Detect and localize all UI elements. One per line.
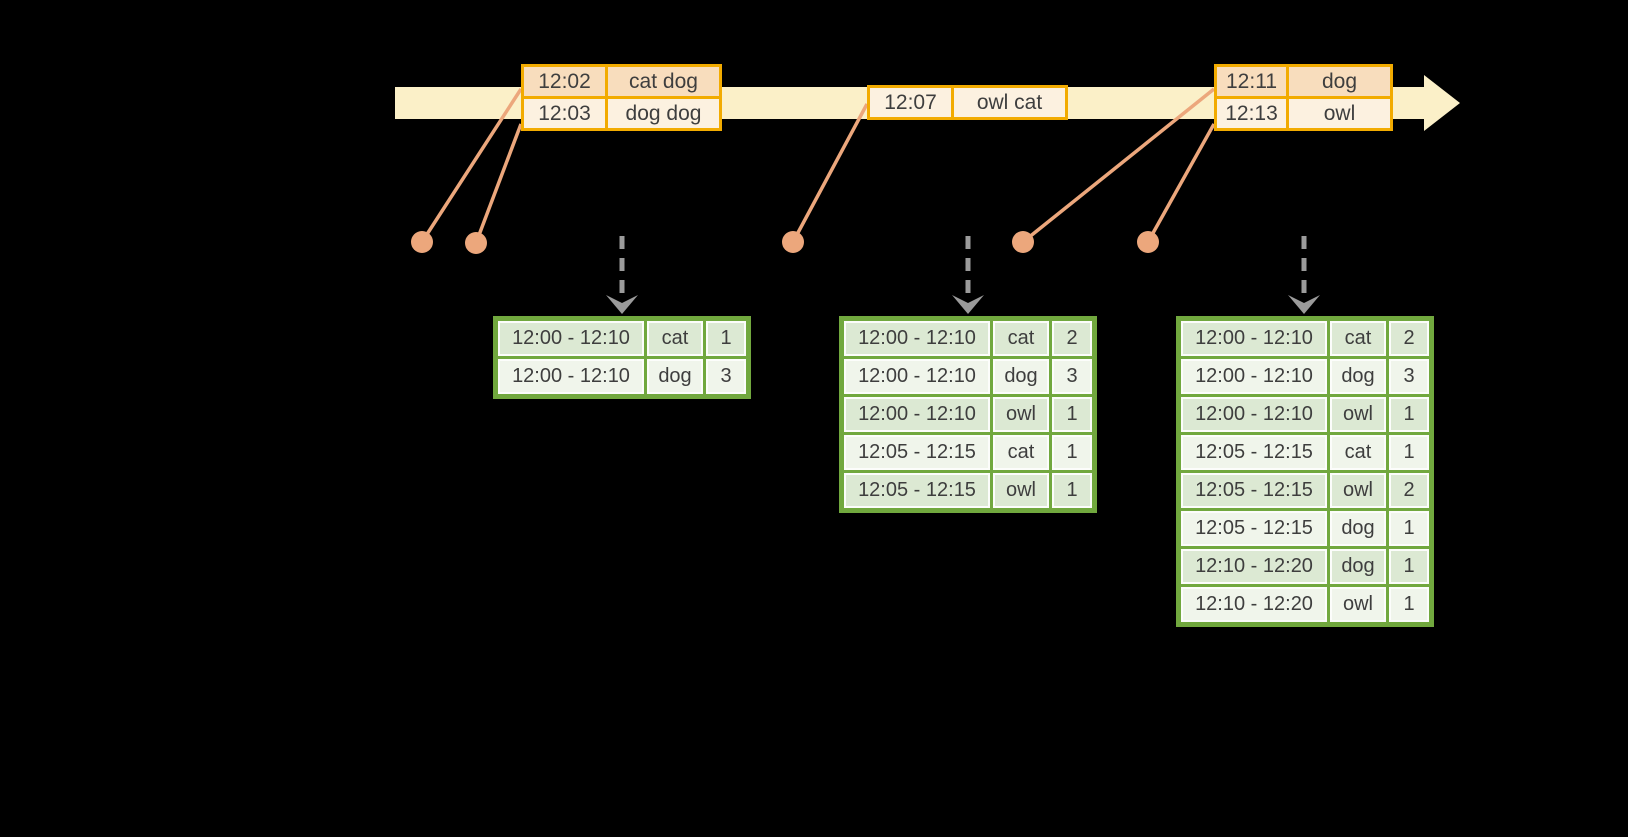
word-cell: owl [993,397,1049,432]
result-row: 12:05 - 12:15 dog 1 [1181,511,1429,546]
arrow-down-icon [1288,295,1320,314]
event-row: 12:07 owl cat [867,85,1068,120]
words-cell: owl cat [951,85,1068,120]
count-cell: 1 [1389,435,1429,470]
timeline-arrow-head [1424,75,1460,131]
trigger-arrows [619,236,1307,296]
window-cell: 12:00 - 12:10 [498,321,644,356]
word-cell: owl [1330,397,1386,432]
event-row: 12:03 dog dog [521,96,722,131]
event-dot [465,232,487,254]
count-cell: 1 [706,321,746,356]
count-cell: 1 [1389,587,1429,622]
word-cell: cat [1330,321,1386,356]
time-cell: 12:11 [1214,64,1289,99]
word-cell: dog [993,359,1049,394]
words-cell: dog [1286,64,1393,99]
count-cell: 3 [1389,359,1429,394]
event-connector-line [420,88,523,243]
result-row: 12:05 - 12:15 owl 2 [1181,473,1429,508]
word-cell: dog [1330,359,1386,394]
words-cell: cat dog [605,64,722,99]
window-cell: 12:05 - 12:15 [1181,473,1327,508]
result-row: 12:05 - 12:15 owl 1 [844,473,1092,508]
count-cell: 2 [1052,321,1092,356]
window-cell: 12:00 - 12:10 [498,359,644,394]
words-cell: owl [1286,96,1393,131]
words-cell: dog dog [605,96,722,131]
result-row: 12:00 - 12:10 dog 3 [1181,359,1429,394]
word-cell: cat [993,435,1049,470]
window-cell: 12:00 - 12:10 [1181,359,1327,394]
time-cell: 12:03 [521,96,608,131]
arrow-down-icon [606,295,638,314]
result-row: 12:00 - 12:10 owl 1 [1181,397,1429,432]
event-table-2: 12:07 owl cat [867,85,1068,120]
result-row: 12:00 - 12:10 owl 1 [844,397,1092,432]
time-cell: 12:07 [867,85,954,120]
event-dot [1137,231,1159,253]
event-connector-line [474,123,523,244]
window-cell: 12:10 - 12:20 [1181,587,1327,622]
count-cell: 1 [1389,511,1429,546]
result-row: 12:10 - 12:20 owl 1 [1181,587,1429,622]
time-cell: 12:13 [1214,96,1289,131]
result-row: 12:05 - 12:15 cat 1 [1181,435,1429,470]
window-cell: 12:00 - 12:10 [1181,321,1327,356]
window-cell: 12:05 - 12:15 [844,435,990,470]
trigger-arrowheads [606,295,1320,314]
word-cell: owl [993,473,1049,508]
event-connector-line [791,103,869,243]
event-row: 12:11 dog [1214,64,1393,99]
count-cell: 1 [1052,435,1092,470]
count-cell: 1 [1389,397,1429,432]
event-dot [782,231,804,253]
result-row: 12:00 - 12:10 dog 3 [498,359,746,394]
result-table-3: 12:00 - 12:10 cat 2 12:00 - 12:10 dog 3 … [1176,316,1434,627]
event-dots [411,231,1159,254]
count-cell: 1 [1389,549,1429,584]
window-cell: 12:00 - 12:10 [844,321,990,356]
event-row: 12:13 owl [1214,96,1393,131]
word-cell: cat [993,321,1049,356]
word-cell: owl [1330,473,1386,508]
window-cell: 12:00 - 12:10 [1181,397,1327,432]
result-row: 12:10 - 12:20 dog 1 [1181,549,1429,584]
count-cell: 3 [1052,359,1092,394]
word-cell: cat [1330,435,1386,470]
result-row: 12:00 - 12:10 dog 3 [844,359,1092,394]
result-table-2: 12:00 - 12:10 cat 2 12:00 - 12:10 dog 3 … [839,316,1097,513]
word-cell: dog [1330,511,1386,546]
time-cell: 12:02 [521,64,608,99]
result-row: 12:00 - 12:10 cat 2 [1181,321,1429,356]
word-cell: cat [647,321,703,356]
event-dot [1012,231,1034,253]
count-cell: 1 [1052,397,1092,432]
result-row: 12:00 - 12:10 cat 1 [498,321,746,356]
event-connector-line [1021,87,1216,244]
window-cell: 12:05 - 12:15 [1181,511,1327,546]
window-cell: 12:10 - 12:20 [1181,549,1327,584]
word-cell: owl [1330,587,1386,622]
count-cell: 2 [1389,321,1429,356]
result-row: 12:00 - 12:10 cat 2 [844,321,1092,356]
event-table-1: 12:02 cat dog 12:03 dog dog [521,64,722,131]
event-connectors [420,87,1216,244]
result-row: 12:05 - 12:15 cat 1 [844,435,1092,470]
arrow-down-icon [952,295,984,314]
event-connector-line [1146,123,1216,243]
event-row: 12:02 cat dog [521,64,722,99]
result-table-1: 12:00 - 12:10 cat 1 12:00 - 12:10 dog 3 [493,316,751,399]
window-cell: 12:00 - 12:10 [844,397,990,432]
word-cell: dog [1330,549,1386,584]
word-cell: dog [647,359,703,394]
event-dot [411,231,433,253]
count-cell: 3 [706,359,746,394]
window-cell: 12:00 - 12:10 [844,359,990,394]
window-cell: 12:05 - 12:15 [1181,435,1327,470]
count-cell: 1 [1052,473,1092,508]
window-cell: 12:05 - 12:15 [844,473,990,508]
event-table-3: 12:11 dog 12:13 owl [1214,64,1393,131]
count-cell: 2 [1389,473,1429,508]
